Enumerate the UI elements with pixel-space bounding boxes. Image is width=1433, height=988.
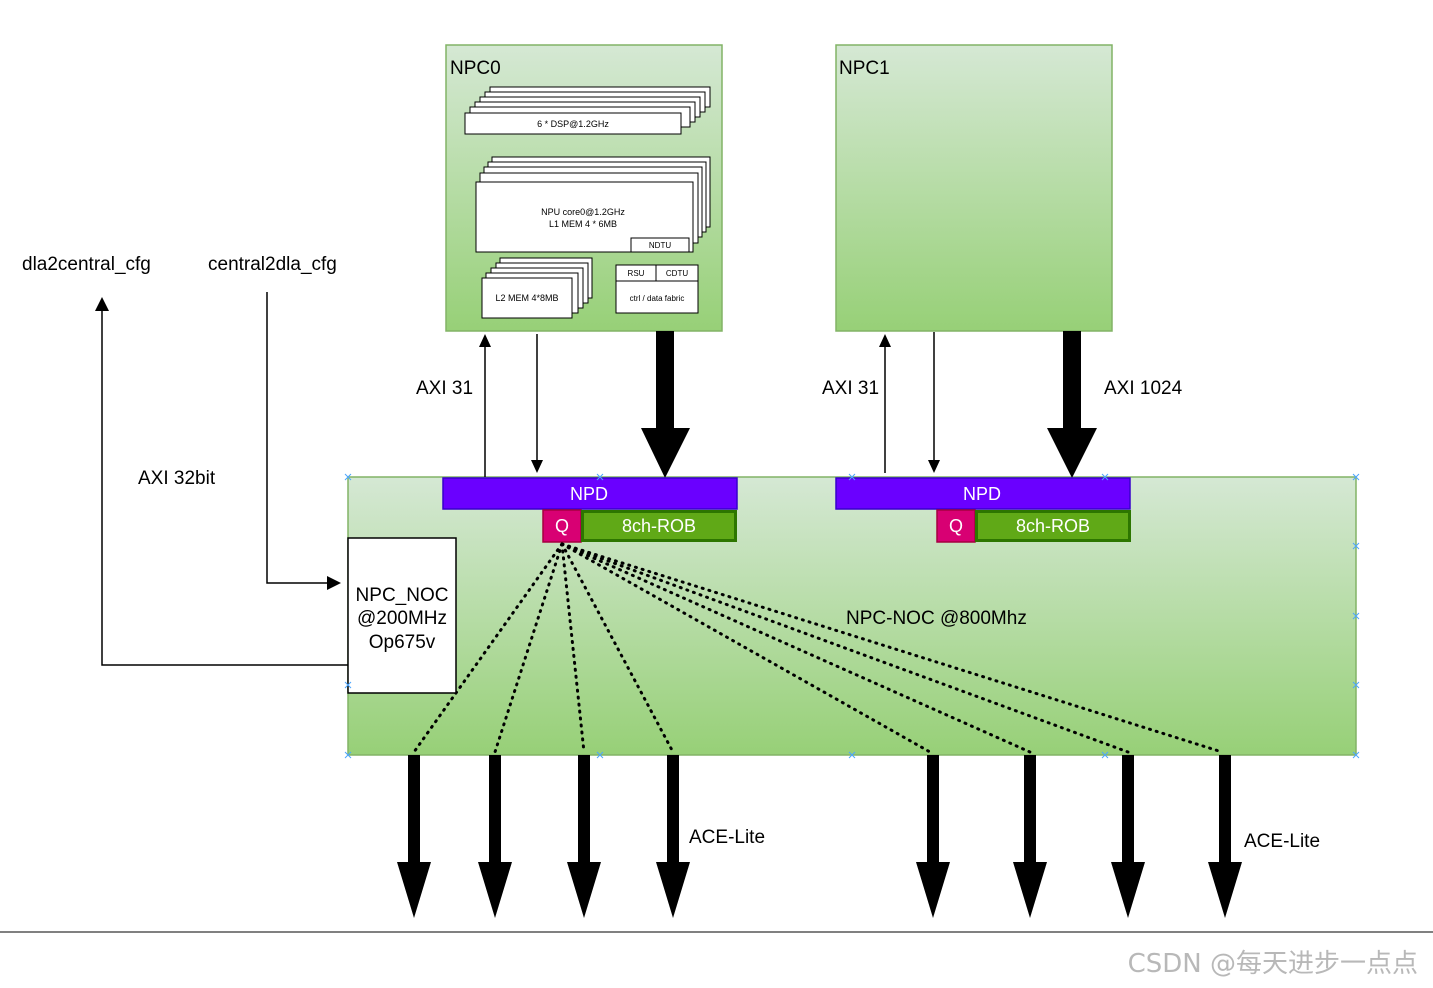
- dla2central-arrowhead: [95, 297, 109, 311]
- axi31-right-label: AXI 31: [822, 378, 879, 399]
- ace-lite-left-label: ACE-Lite: [689, 827, 765, 848]
- fabric-label: ctrl / data fabric: [630, 294, 685, 303]
- l2mem-stack: [481, 257, 593, 319]
- npc1-title: NPC1: [839, 58, 890, 79]
- rsu-label: RSU: [628, 269, 645, 278]
- cdtu-box: [655, 264, 699, 282]
- ace-lite-right-label: ACE-Lite: [1244, 831, 1320, 852]
- dotted-routes: [412, 542, 1224, 754]
- q-right-label: Q: [949, 516, 963, 536]
- npu-line2: L1 MEM 4 * 6MB: [549, 219, 617, 229]
- central2dla-arrowhead: [327, 576, 341, 590]
- l2mem-label: L2 MEM 4*8MB: [495, 293, 558, 303]
- rob-left-label: 8ch-ROB: [622, 516, 696, 536]
- central2dla-label: central2dla_cfg: [208, 254, 337, 275]
- npu-line1: NPU core0@1.2GHz: [541, 207, 625, 217]
- connection-markers: [344, 473, 1360, 759]
- q-left-box: [542, 509, 582, 543]
- npd-left-label: NPD: [570, 484, 608, 504]
- axi31-left-label: AXI 31: [416, 378, 473, 399]
- dsp-stack: [464, 86, 711, 135]
- npc0-block: NPC0 6 * DSP@1.2GHz NPU core0@1.2GHz L1 …: [445, 44, 723, 332]
- ndtu-label: NDTU: [649, 241, 671, 250]
- npc-noc-line3: Op675v: [369, 632, 436, 653]
- npc-noc-line2: @200MHz: [357, 608, 447, 629]
- npc-noc-box: [347, 537, 457, 694]
- dsp-label: 6 * DSP@1.2GHz: [537, 119, 609, 129]
- npc-noc-line1: NPC_NOC: [356, 585, 449, 606]
- cdtu-label: CDTU: [666, 269, 688, 278]
- npd-left: NPD Q 8ch-ROB: [442, 477, 738, 543]
- axi1024-label: AXI 1024: [1104, 378, 1183, 399]
- q-right-box: [936, 509, 976, 543]
- axi32-label: AXI 32bit: [138, 468, 216, 489]
- output-arrows: [397, 755, 1242, 918]
- rob-right-label: 8ch-ROB: [1016, 516, 1090, 536]
- ndtu-box: [630, 237, 690, 253]
- npc-noc-label: NPC-NOC @800Mhz: [846, 608, 1027, 629]
- npc0-links: [479, 331, 690, 478]
- cfg-wires: [101, 292, 348, 666]
- dla2central-label: dla2central_cfg: [22, 254, 151, 275]
- npc-noc-fabric: [347, 476, 1357, 756]
- npc1-block: NPC1: [835, 44, 1113, 332]
- npd-right-label: NPD: [963, 484, 1001, 504]
- npd-right: NPD Q 8ch-ROB: [835, 477, 1131, 543]
- npc0-title: NPC0: [450, 58, 501, 79]
- q-left-label: Q: [555, 516, 569, 536]
- npc1-links: [879, 331, 1097, 478]
- watermark: CSDN @每天进步一点点: [1128, 949, 1418, 979]
